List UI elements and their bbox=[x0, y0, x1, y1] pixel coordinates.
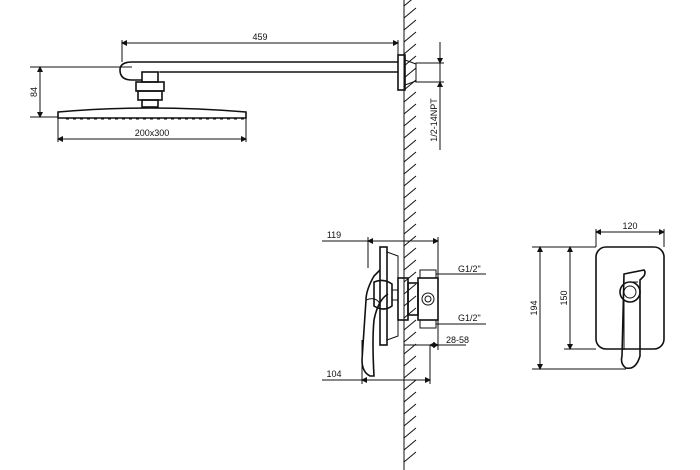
wall-hatch-line bbox=[403, 31, 417, 43]
wall-hatch-line bbox=[403, 319, 417, 331]
valve-front-view bbox=[595, 246, 665, 370]
wall-hatch-line bbox=[403, 175, 417, 187]
wall-hatch-line bbox=[403, 379, 417, 391]
wall-hatch-line bbox=[403, 163, 417, 175]
dim-plate-height-label: 150 bbox=[559, 290, 569, 305]
wall-hatch-line bbox=[403, 391, 417, 403]
wall-hatch-line bbox=[403, 295, 417, 307]
dim-head-size-label: 200x300 bbox=[135, 128, 170, 138]
dim-head-size: 200x300 bbox=[57, 118, 247, 142]
dim-arm-length-label: 459 bbox=[252, 32, 267, 42]
dim-head-height-label: 84 bbox=[29, 87, 39, 97]
dim-valve-front: 104 bbox=[322, 340, 431, 384]
wall-hatch-line bbox=[403, 439, 417, 451]
wall-hatch-line bbox=[403, 355, 417, 367]
wall-hatch-line bbox=[403, 103, 417, 115]
wall-hatch-line bbox=[403, 415, 417, 427]
dim-head-height: 84 bbox=[29, 66, 132, 118]
dim-arm-length: 459 bbox=[121, 32, 399, 62]
wall-hatch-line bbox=[403, 187, 417, 199]
wall-hatch-line bbox=[403, 151, 417, 163]
dim-plate-height: 150 bbox=[559, 246, 596, 350]
wall-hatch-line bbox=[403, 367, 417, 379]
wall-hatch-line bbox=[403, 271, 417, 283]
wall-hatch-line bbox=[403, 7, 417, 19]
wall-hatch-line bbox=[403, 67, 417, 79]
wall-hatch-line bbox=[403, 223, 417, 235]
dim-total-height: 194 bbox=[529, 246, 626, 370]
wall-hatch-line bbox=[403, 451, 417, 463]
wall-hatch-line bbox=[403, 307, 417, 319]
dim-inlet-bottom: G1/2" bbox=[436, 313, 486, 325]
wall-hatch-line bbox=[403, 0, 412, 7]
wall-hatch-line bbox=[403, 331, 417, 343]
wall bbox=[403, 0, 417, 470]
wall-hatch-line bbox=[403, 259, 417, 271]
dim-thread-label: 1/2-14NPT bbox=[429, 98, 439, 142]
dim-thread: 1/2-14NPT bbox=[416, 42, 444, 150]
wall-hatch-line bbox=[403, 211, 417, 223]
dim-valve-front-label: 104 bbox=[326, 369, 341, 379]
wall-hatch-line bbox=[403, 19, 417, 31]
dim-plate-width-label: 120 bbox=[622, 221, 637, 231]
wall-hatch-line bbox=[403, 91, 417, 103]
dim-wall-range-label: 28-58 bbox=[446, 335, 469, 345]
shower-arm bbox=[119, 54, 441, 91]
wall-hatch-line bbox=[403, 199, 417, 211]
wall-hatch-line bbox=[403, 343, 417, 355]
dim-inlet-top-label: G1/2" bbox=[458, 264, 481, 274]
dim-inlet-top: G1/2" bbox=[436, 264, 486, 275]
wall-hatch-line bbox=[403, 43, 417, 55]
shower-head bbox=[57, 71, 247, 120]
wall-hatch-line bbox=[403, 115, 417, 127]
dim-valve-depth-label: 119 bbox=[327, 230, 341, 240]
wall-hatch-line bbox=[403, 127, 417, 139]
wall-hatch-line bbox=[403, 283, 417, 295]
dim-inlet-bottom-label: G1/2" bbox=[458, 313, 481, 323]
wall-hatch-line bbox=[403, 427, 417, 439]
wall-hatch-line bbox=[403, 247, 417, 259]
wall-hatch-line bbox=[403, 403, 417, 415]
valve-side-view bbox=[361, 246, 439, 377]
dim-wall-range: 28-58 bbox=[404, 320, 469, 350]
dim-total-height-label: 194 bbox=[529, 300, 539, 315]
dim-plate-width: 120 bbox=[595, 221, 665, 247]
dim-valve-depth: 119 bbox=[322, 230, 439, 278]
wall-hatch-line bbox=[403, 139, 417, 151]
wall-hatch-line bbox=[403, 55, 417, 67]
